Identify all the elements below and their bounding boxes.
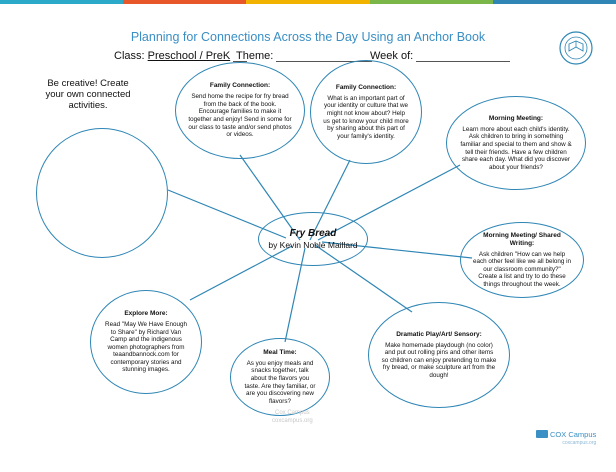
theme-label: Theme: xyxy=(236,50,274,62)
bubble-morning-meeting: Morning Meeting: Learn more about each c… xyxy=(446,96,586,190)
bubble-empty[interactable] xyxy=(36,128,168,258)
class-value: Preschool / PreK xyxy=(147,50,231,62)
bubble-dramatic-play: Dramatic Play/Art/ Sensory: Make homemad… xyxy=(368,302,510,408)
class-label: Class: xyxy=(114,50,145,62)
bubble-text: Read "May We Have Enough to Share" by Ri… xyxy=(105,320,187,374)
bubble-text: Make homemade playdough (no color) and p… xyxy=(381,341,497,379)
bubble-family-connection-1: Family Connection: Send home the recipe … xyxy=(175,62,305,159)
watermark: Cox Campus coxcampus.org xyxy=(272,409,313,425)
week-field: Week of: xyxy=(370,49,511,62)
week-label: Week of: xyxy=(370,50,414,62)
bar-segment xyxy=(123,0,247,4)
theme-field: Theme: xyxy=(236,49,373,62)
brand-name: COX Campus xyxy=(550,430,597,439)
bubble-heading: Morning Meeting: xyxy=(488,114,544,122)
page-title: Planning for Connections Across the Day … xyxy=(130,30,486,44)
bubble-meal-time: Meal Time: As you enjoy meals and snacks… xyxy=(230,338,330,416)
book-seal-icon xyxy=(559,31,593,65)
class-underline xyxy=(233,49,248,62)
bubble-heading: Meal Time: xyxy=(263,348,297,356)
bar-segment xyxy=(492,0,616,4)
bar-segment xyxy=(0,0,124,4)
bubble-heading: Dramatic Play/Art/ Sensory: xyxy=(396,330,482,338)
creative-note: Be creative! Create your own connected a… xyxy=(45,78,131,111)
bubble-morning-meeting-shared-writing: Morning Meeting/ Shared Writing: Ask chi… xyxy=(460,222,584,298)
class-field: Class: Preschool / PreK xyxy=(114,49,248,62)
bubble-heading: Family Connection: xyxy=(209,82,271,90)
bubble-text: Ask children "How can we help each other… xyxy=(473,250,572,288)
bubble-family-connection-2: Family Connection: What is an important … xyxy=(310,60,422,164)
brand-url: coxcampus.org xyxy=(562,440,597,446)
bubble-text: What is an important part of your identi… xyxy=(323,94,409,140)
center-book-bubble: Fry Bread by Kevin Noble Maillard xyxy=(258,212,368,266)
bubble-explore-more: Explore More: Read "May We Have Enough t… xyxy=(90,290,202,394)
theme-blank xyxy=(276,49,373,62)
bubble-text: As you enjoy meals and snacks together, … xyxy=(244,359,316,405)
bubble-heading: Family Connection: xyxy=(335,83,397,91)
bar-segment xyxy=(369,0,493,4)
top-color-bar xyxy=(0,0,616,4)
bubble-text: Learn more about each child's identity. … xyxy=(460,125,572,171)
book-title: Fry Bread xyxy=(289,228,337,239)
book-author: by Kevin Noble Maillard xyxy=(268,240,358,250)
bubble-heading: Morning Meeting/ Shared Writing: xyxy=(483,231,561,247)
bubble-text: Send home the recipe for fry bread from … xyxy=(188,93,292,139)
brand-footer: COX Campus coxcampus.org xyxy=(536,430,596,446)
week-blank xyxy=(416,49,511,62)
cox-logo-icon xyxy=(536,430,548,438)
watermark-line1: Cox Campus xyxy=(275,410,310,416)
watermark-line2: coxcampus.org xyxy=(272,418,313,424)
bubble-heading: Explore More: xyxy=(124,309,168,317)
bar-segment xyxy=(246,0,370,4)
